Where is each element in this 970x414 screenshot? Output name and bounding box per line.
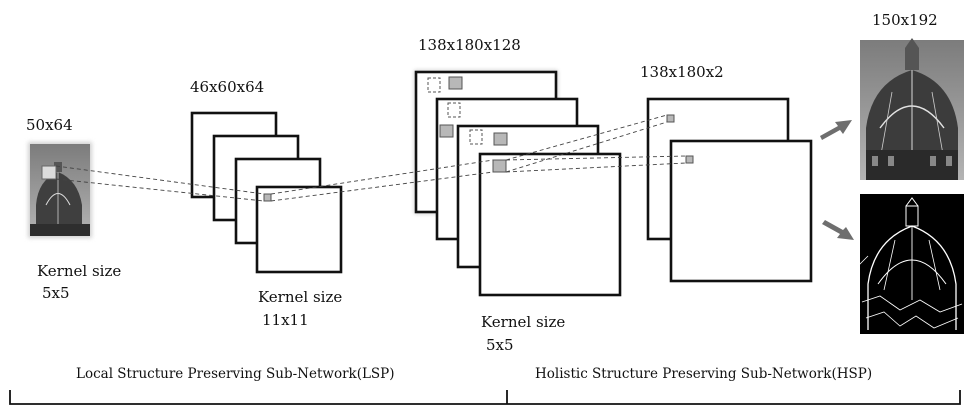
- layer1-dim-label: 46x60x64: [190, 78, 264, 96]
- layer3-patch: [685, 155, 694, 164]
- layer3-dim-label: 138x180x2: [640, 63, 724, 81]
- input-dim-label: 50x64: [26, 116, 73, 134]
- output-arrows: [820, 120, 854, 240]
- arrow-to-photo-icon: [820, 120, 852, 140]
- output-dim-label: 150x192: [872, 11, 938, 29]
- kernel2-label: Kernel size: [258, 288, 342, 306]
- arrow-to-edge-map-icon: [822, 220, 854, 240]
- receptive-field-connections: [55, 114, 687, 202]
- layer1-patch: [263, 193, 272, 202]
- kernel3-size: 5x5: [486, 336, 514, 354]
- layer2-feature-maps: [414, 70, 622, 297]
- output-photo: [860, 38, 964, 180]
- lsp-section-label: Local Structure Preserving Sub-Network(L…: [76, 366, 395, 382]
- layer3-feature-maps: [646, 97, 813, 283]
- input-image: [28, 142, 92, 238]
- kernel1-label: Kernel size: [37, 262, 121, 280]
- kernel2-size: 11x11: [262, 311, 309, 329]
- output-edge-map: [855, 194, 964, 334]
- kernel1-size: 5x5: [42, 284, 70, 302]
- hsp-section-label: Holistic Structure Preserving Sub-Networ…: [535, 366, 872, 382]
- layer2-dim-label: 138x180x128: [418, 36, 521, 54]
- kernel3-label: Kernel size: [481, 313, 565, 331]
- layer1-feature-maps: [190, 111, 343, 274]
- input-patch: [41, 165, 57, 180]
- section-bracket: [9, 390, 961, 405]
- layer2-patch: [492, 159, 507, 173]
